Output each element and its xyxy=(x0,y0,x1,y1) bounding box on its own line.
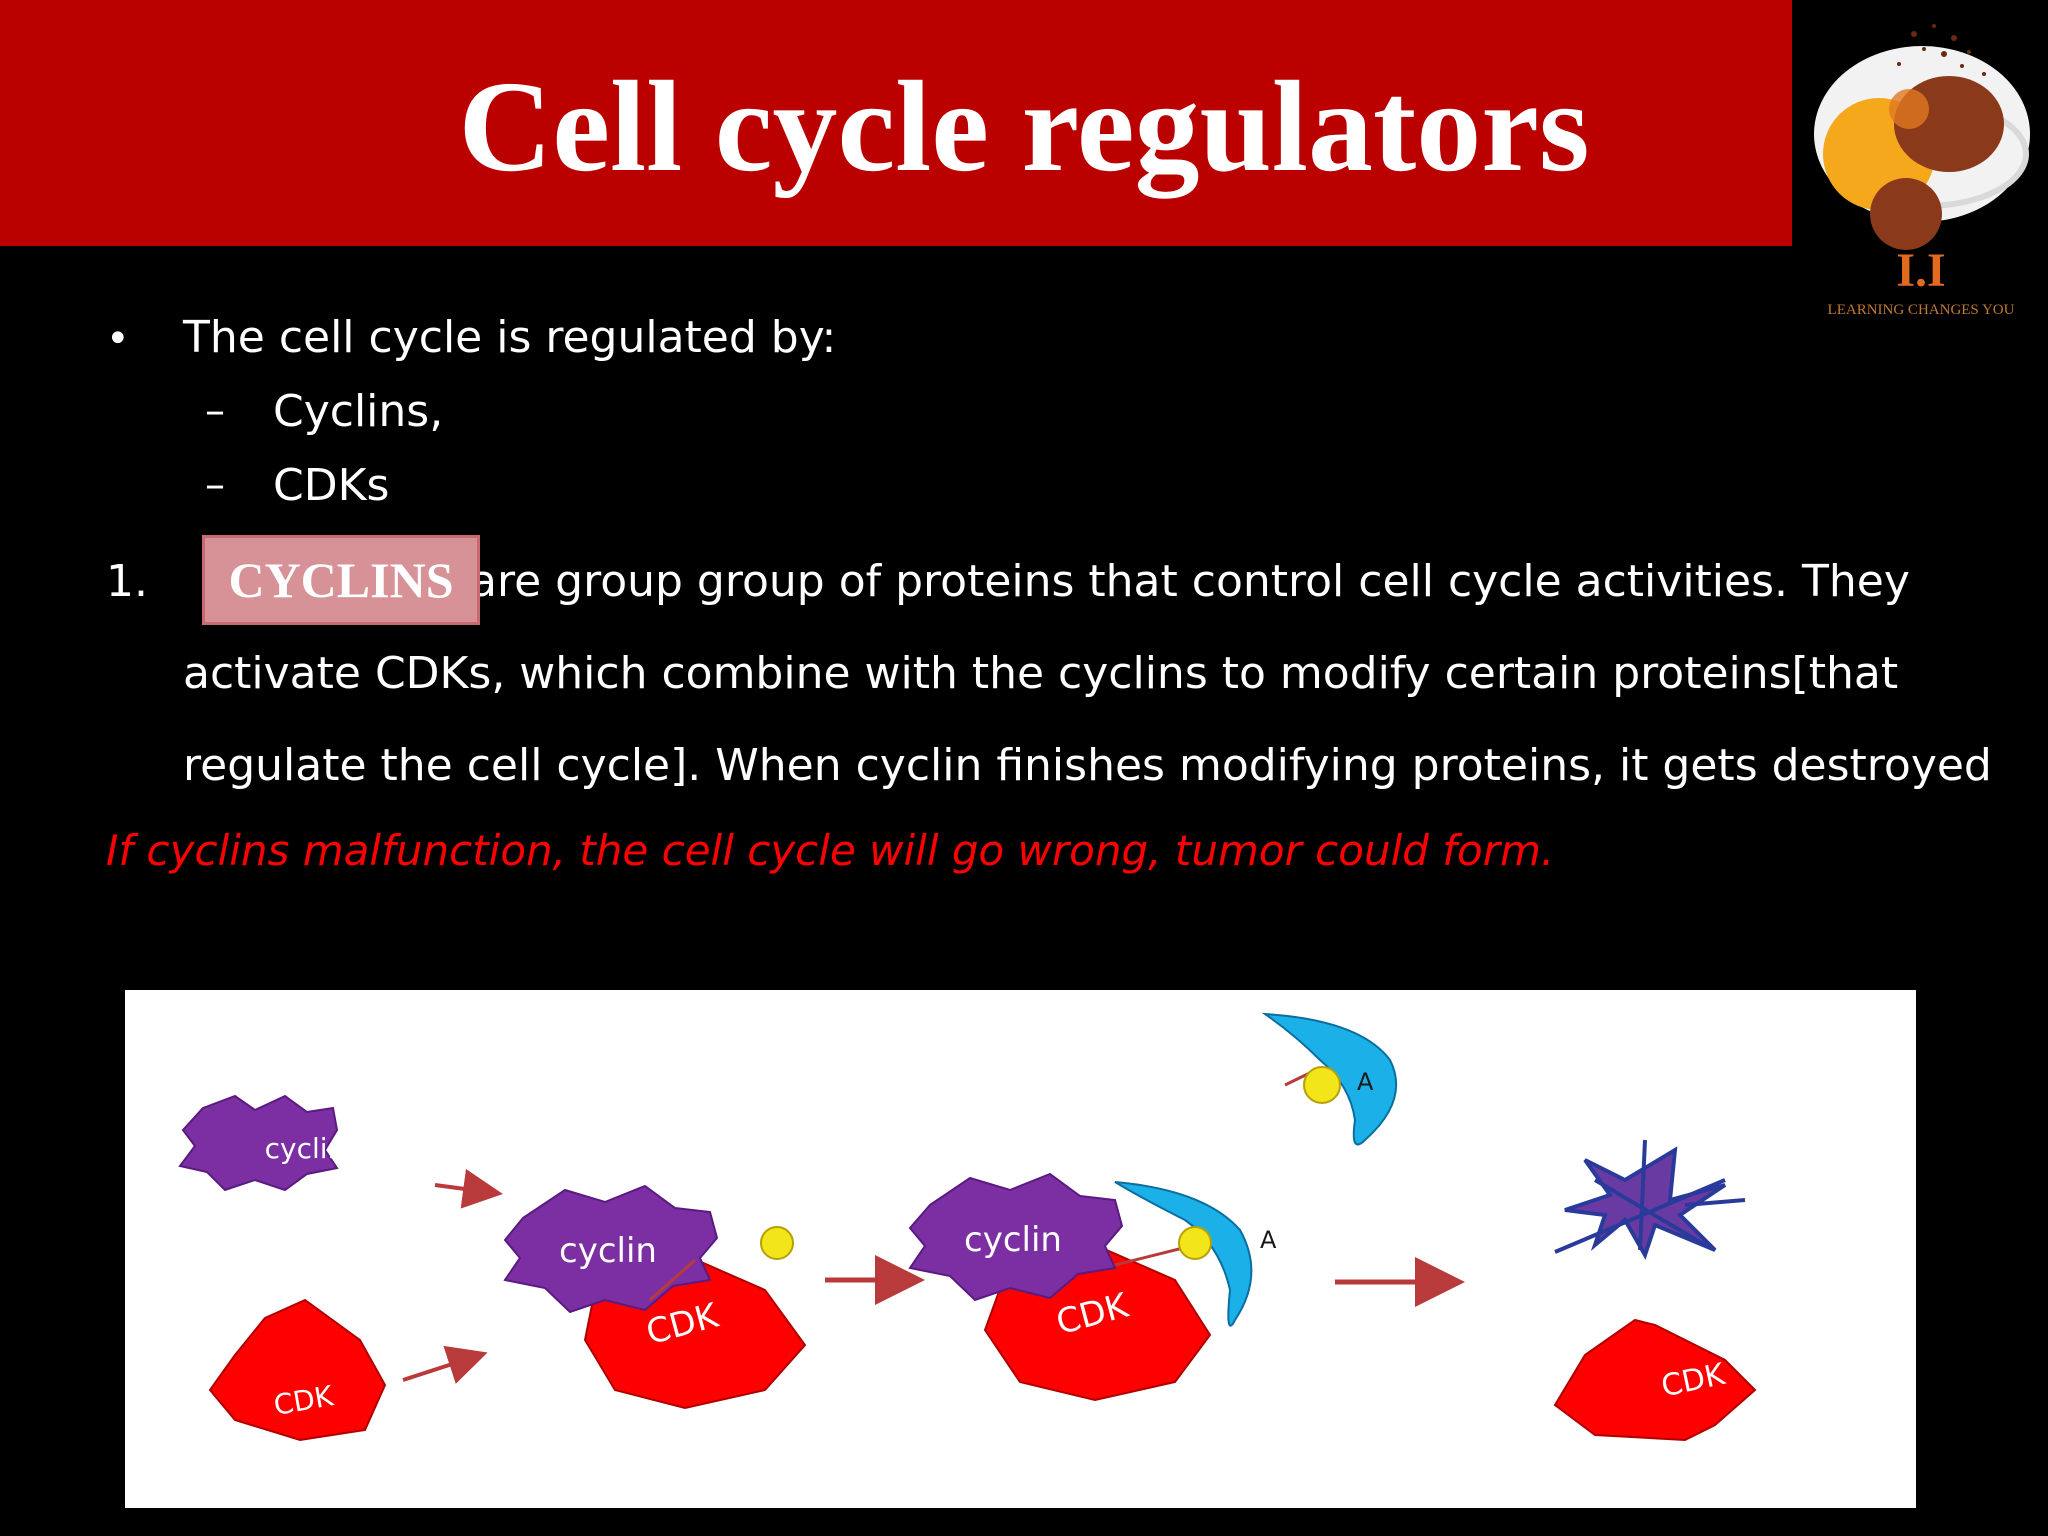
phosphate-icon xyxy=(760,1226,794,1260)
activator-shape: A xyxy=(1114,1181,1277,1327)
definition-line-1: are group group of proteins that control… xyxy=(470,556,1910,607)
cyclin-label: cyclin xyxy=(265,1132,346,1165)
cyclins-highlight: CYCLINS xyxy=(202,535,480,625)
bullet-dot: • xyxy=(106,316,130,362)
cyclin-shape: cyclin xyxy=(178,1094,346,1192)
svg-text:I.I: I.I xyxy=(1896,244,1945,297)
logo-graphic-icon: I.I xyxy=(1814,24,2030,297)
dash-marker: – xyxy=(205,388,225,434)
cdk-shape: CDK xyxy=(1553,1318,1757,1442)
bullet-intro: The cell cycle is regulated by: xyxy=(183,312,837,363)
arrow-icon xyxy=(434,1168,503,1209)
definition-line-3: regulate the cell cycle]. When cyclin fi… xyxy=(183,740,1992,791)
phosphate-icon xyxy=(1178,1226,1212,1260)
cdk-shape: CDK xyxy=(208,1298,387,1442)
destroyed-cyclin-icon xyxy=(1554,1139,1746,1260)
list-number: 1. xyxy=(106,556,148,607)
arrow-icon xyxy=(402,1345,488,1384)
activator-label: A xyxy=(1357,1068,1374,1096)
cell-cycle-diagram: cyclin CDK CDK cyclin CDK cyclin xyxy=(125,990,1916,1508)
logo-tagline: LEARNING CHANGES YOU xyxy=(1827,302,2015,318)
cyclin-shape: cyclin xyxy=(503,1184,719,1314)
cyclin-label: cyclin xyxy=(964,1220,1062,1260)
cyclin-shape: cyclin xyxy=(908,1172,1124,1302)
cyclin-label: cyclin xyxy=(559,1231,657,1271)
tumor-warning: If cyclins malfunction, the cell cycle w… xyxy=(106,826,1555,875)
sub-item-cyclins: Cyclins, xyxy=(273,386,444,437)
activator-shape: A xyxy=(1261,1012,1398,1146)
dash-marker: – xyxy=(205,462,225,508)
logo: I.I LEARNING CHANGES YOU xyxy=(1794,4,2048,330)
title-bar xyxy=(0,0,1792,246)
definition-line-2: activate CDKs, which combine with the cy… xyxy=(183,648,1899,699)
phosphate-icon xyxy=(1303,1066,1341,1104)
activator-label: A xyxy=(1260,1226,1277,1254)
sub-item-cdks: CDKs xyxy=(273,460,390,511)
slide-title: Cell cycle regulators xyxy=(458,55,1590,199)
